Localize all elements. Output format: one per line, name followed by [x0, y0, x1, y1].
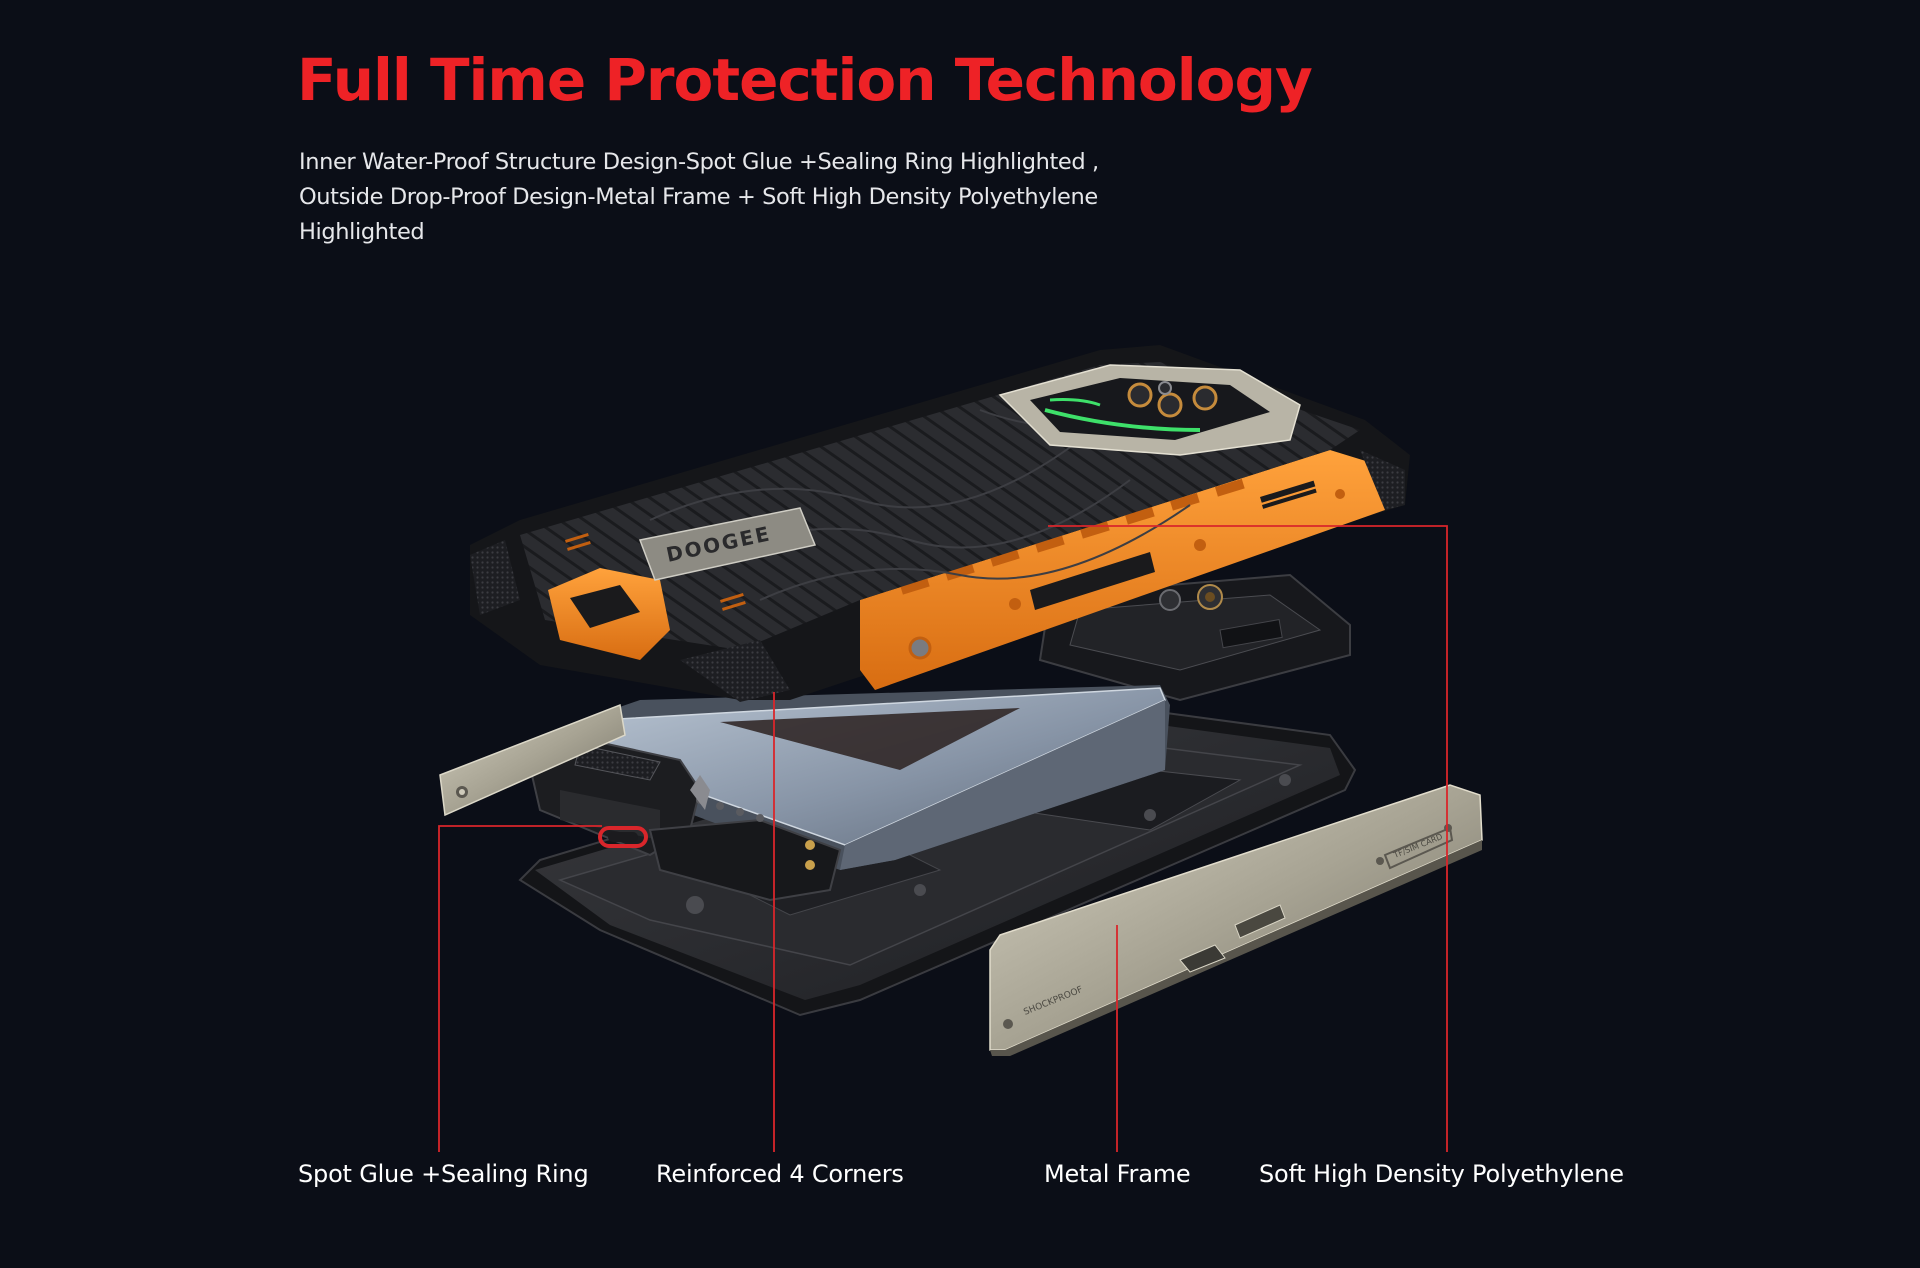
- callout-label-polyethylene: Soft High Density Polyethylene: [1259, 1160, 1624, 1188]
- sealing-ring: [598, 826, 648, 848]
- phone-back-cover: DOOGEE: [470, 345, 1410, 702]
- feature-description: Inner Water-Proof Structure Design-Spot …: [299, 145, 1179, 250]
- callout-label-corners: Reinforced 4 Corners: [656, 1160, 904, 1188]
- callout-label-metal-frame: Metal Frame: [1044, 1160, 1191, 1188]
- camera-module: [998, 364, 1301, 456]
- callout-line-polyethylene: [1048, 525, 1448, 1152]
- metal-frame-long: SHOCKPROOF TF/SIM CARD: [989, 784, 1483, 1056]
- description-line-1: Inner Water-Proof Structure Design-Spot …: [299, 149, 1099, 175]
- circuit-board: [1038, 573, 1351, 702]
- page-title: Full Time Protection Technology: [297, 46, 1313, 114]
- metal-frame-short: [439, 703, 626, 817]
- callout-lines: [438, 525, 1448, 1152]
- description-line-3: Highlighted: [299, 219, 425, 245]
- description-line-2: Outside Drop-Proof Design-Metal Frame + …: [299, 184, 1098, 210]
- callout-line-sealing: [438, 825, 602, 1152]
- callout-label-sealing: Spot Glue +Sealing Ring: [298, 1160, 589, 1188]
